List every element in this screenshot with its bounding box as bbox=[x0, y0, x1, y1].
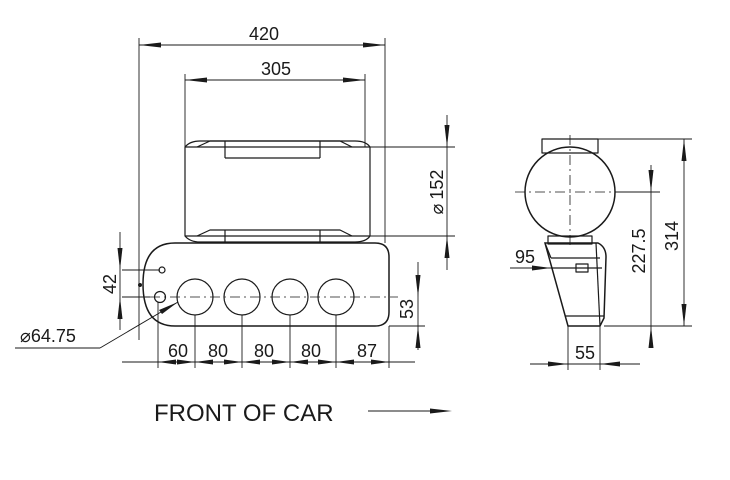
dimension-inlet-diameter: ⌀64.75 bbox=[15, 301, 179, 349]
label-tank-diameter: 152 bbox=[427, 170, 447, 200]
runner-flange bbox=[138, 242, 398, 327]
side-runner bbox=[544, 242, 607, 327]
dimension-tank-diameter: ⌀ 152 bbox=[370, 115, 455, 270]
label-base-width: 55 bbox=[575, 343, 595, 363]
dimension-width-overall: 420 bbox=[138, 24, 386, 340]
label-overall-height: 314 bbox=[662, 221, 682, 251]
label-width-overall: 420 bbox=[249, 24, 279, 44]
label-spacing-2: 80 bbox=[254, 341, 274, 361]
side-tank bbox=[515, 135, 625, 246]
diameter-symbol-tank: ⌀ bbox=[427, 203, 447, 214]
side-view: 314 227.5 95 55 bbox=[510, 135, 692, 370]
label-tank-center-height: 227.5 bbox=[629, 228, 649, 273]
label-inlet-height: 42 bbox=[100, 274, 120, 294]
plenum-tank bbox=[184, 140, 371, 243]
label-spacing-1: 80 bbox=[208, 341, 228, 361]
dimension-base-width: 55 bbox=[530, 326, 640, 370]
dimension-width-tank: 305 bbox=[184, 59, 366, 147]
label-spacing-3: 80 bbox=[301, 341, 321, 361]
svg-text:⌀64.75: ⌀64.75 bbox=[20, 326, 76, 346]
diameter-symbol-inlet: ⌀ bbox=[20, 326, 31, 346]
label-width-tank: 305 bbox=[261, 59, 291, 79]
dimension-overall-height: 314 bbox=[598, 138, 692, 327]
caption-front-of-car: FRONT OF CAR bbox=[154, 400, 334, 427]
label-port-height: 53 bbox=[397, 299, 417, 319]
svg-text:⌀152: ⌀ 152 bbox=[427, 170, 447, 215]
dimension-inlet-height: 42 bbox=[100, 232, 160, 330]
label-spacing-first: 60 bbox=[168, 341, 188, 361]
direction-arrow-head bbox=[430, 408, 452, 414]
label-inlet-diameter: 64.75 bbox=[31, 326, 76, 346]
label-spacing-last: 87 bbox=[357, 341, 377, 361]
front-of-car-indicator: FRONT OF CAR bbox=[154, 400, 452, 427]
dimension-port-spacing: 60 80 80 80 87 bbox=[122, 302, 415, 368]
front-view: 420 305 ⌀ 152 53 bbox=[15, 24, 455, 368]
dimension-port-height: 53 bbox=[389, 262, 425, 350]
label-runner-offset: 95 bbox=[515, 247, 535, 267]
dimension-runner-offset: 95 bbox=[510, 247, 551, 271]
dimension-tank-center-height: 227.5 bbox=[615, 165, 660, 348]
